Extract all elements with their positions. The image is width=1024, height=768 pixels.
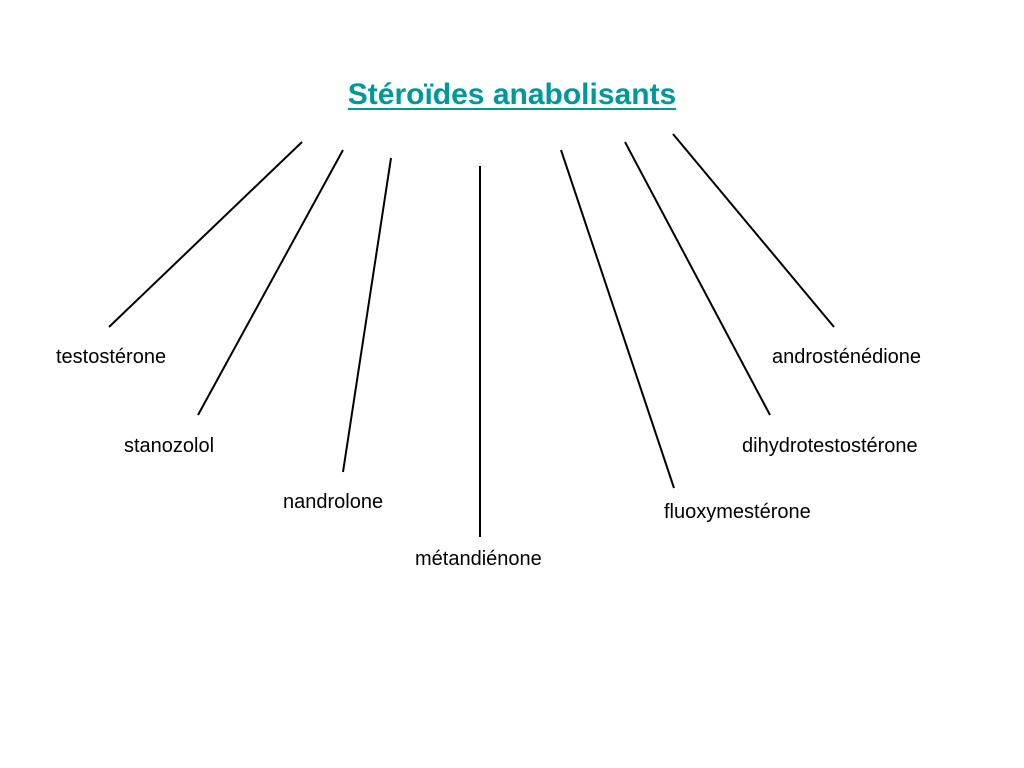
label-fluoxymesterone: fluoxymestérone: [664, 501, 811, 523]
connector-dihydrotestosterone: [624, 141, 771, 416]
label-stanozolol: stanozolol: [124, 435, 215, 457]
label-dihydrotestosterone: dihydrotestostérone: [742, 435, 918, 457]
connector-stanozolol: [197, 149, 344, 416]
connector-fluoxymesterone: [560, 149, 675, 489]
connector-testosterone: [108, 141, 303, 328]
connector-androstenedione: [672, 133, 835, 328]
label-nandrolone: nandrolone: [283, 491, 384, 513]
label-testosterone: testostérone: [56, 346, 167, 368]
label-androstenedione: androsténédione: [772, 346, 922, 368]
label-metandienone: métandiénone: [415, 548, 542, 570]
connector-nandrolone: [342, 157, 392, 473]
diagram-title: Stéroïdes anabolisants: [347, 78, 677, 111]
